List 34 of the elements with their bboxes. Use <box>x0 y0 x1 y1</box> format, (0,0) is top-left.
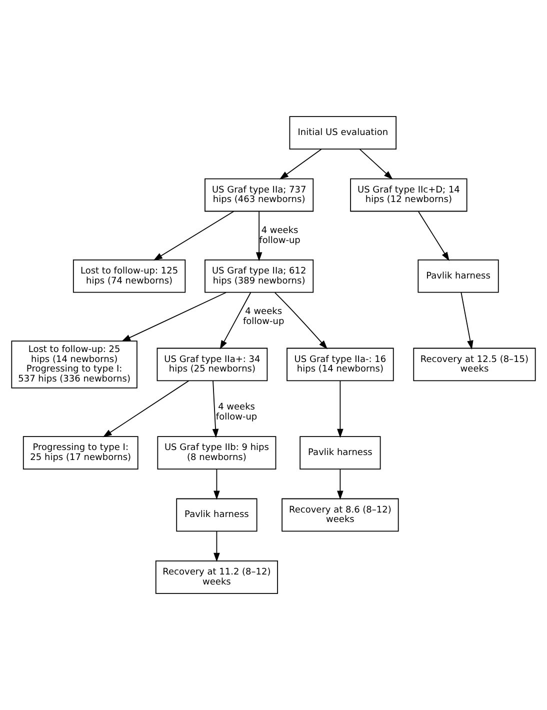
arrow <box>274 292 328 350</box>
arrow <box>102 380 190 438</box>
edge-label: 4 weeks follow-up <box>242 306 284 327</box>
node-box: US Graf type IIa; 737 hips (463 newborns) <box>204 178 314 212</box>
node-box: Recovery at 8.6 (8–12) weeks <box>282 498 399 532</box>
node-box: Pavlik harness <box>300 436 381 470</box>
arrow <box>359 148 393 180</box>
arrow <box>153 210 234 260</box>
arrow <box>220 292 252 350</box>
arrow <box>212 380 219 438</box>
arrow <box>121 292 226 342</box>
node-box: Pavlik harness <box>418 259 499 293</box>
node-box: Pavlik harness <box>176 498 258 532</box>
node-box: Recovery at 11.2 (8–12) weeks <box>155 560 278 594</box>
arrow <box>337 468 344 500</box>
node-box: US Graf type IIa; 612 hips (389 newborns) <box>204 259 314 293</box>
node-box: Lost to follow-up: 25 hips (14 newborns) Progressing to type I: 537 hips (336 newborns) <box>11 340 138 388</box>
node-box: Progressing to type I: 25 hips (17 newborns) <box>22 436 138 470</box>
edge-label: 4 weeks follow-up <box>259 226 300 246</box>
arrow <box>418 211 450 262</box>
node-box: Initial US evaluation <box>289 116 397 150</box>
arrow <box>214 468 220 500</box>
edge-label: 4 weeks follow-up <box>216 402 258 422</box>
node-box: US Graf type IIa-: 16 hips (14 newborns) <box>286 348 394 382</box>
arrow <box>280 148 322 180</box>
arrow <box>256 211 262 262</box>
node-box: Lost to follow-up: 125 hips (74 newborns) <box>72 259 186 293</box>
node-box: US Graf type IIb: 9 hips (8 newborns) <box>157 436 276 470</box>
arrow <box>214 530 220 562</box>
node-box: Recovery at 12.5 (8–15) weeks <box>413 348 536 382</box>
arrow <box>460 292 474 350</box>
node-box: US Graf type IIa+: 34 hips (25 newborns) <box>156 348 268 382</box>
arrow <box>337 380 344 438</box>
node-box: US Graf type IIc+D; 14 hips (12 newborns) <box>350 178 468 212</box>
